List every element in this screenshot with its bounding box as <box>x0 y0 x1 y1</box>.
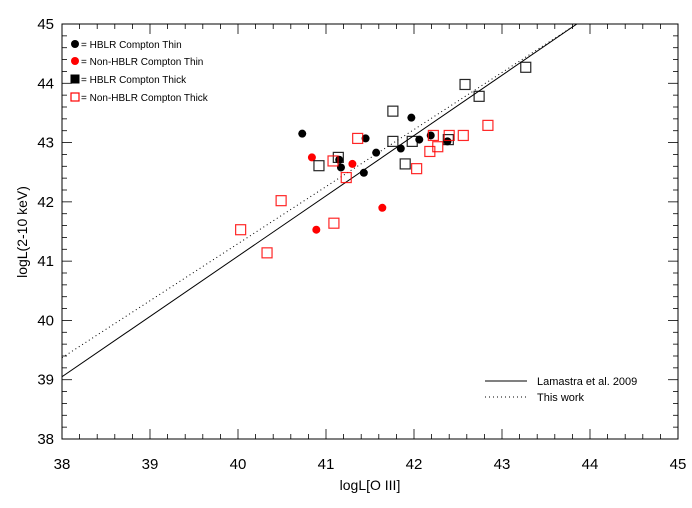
y-tick-label: 43 <box>37 135 54 152</box>
y-tick-label: 38 <box>37 431 54 448</box>
legend-square-icon <box>70 74 80 84</box>
data-point-circle <box>335 155 344 164</box>
data-point-square <box>261 247 273 259</box>
legend-circle-icon <box>71 40 79 48</box>
fit-lines <box>62 24 578 378</box>
y-axis-label: logL(2-10 keV) <box>14 186 30 278</box>
data-point-square <box>406 135 418 147</box>
data-point-square <box>432 141 444 153</box>
data-point-square <box>442 134 454 146</box>
data-point-circle <box>443 137 452 146</box>
data-point-circle <box>298 129 307 138</box>
data-point-circle <box>407 113 416 122</box>
legend-circle-icon <box>71 57 79 65</box>
data-point-square <box>520 61 532 73</box>
data-point-circle <box>372 148 381 157</box>
data-point-square <box>387 105 399 117</box>
data-point-square <box>457 129 469 142</box>
data-point-square <box>235 224 247 236</box>
data-points <box>235 61 532 259</box>
marker-legend: = HBLR Compton Thin = Non-HBLR Compton Th… <box>70 40 209 104</box>
legend-line-label: Lamastra et al. 2009 <box>537 376 637 388</box>
y-tick-label: 45 <box>37 16 54 33</box>
x-tick-label: 42 <box>406 456 423 473</box>
data-point-square <box>275 195 287 207</box>
x-tick-label: 40 <box>230 456 247 473</box>
data-point-square <box>352 132 364 145</box>
legend-square-icon <box>70 92 80 102</box>
data-point-circle <box>361 134 370 143</box>
this-work-line <box>62 24 578 359</box>
y-tick-label: 41 <box>37 253 54 270</box>
x-tick-label: 39 <box>142 456 159 473</box>
data-point-circle <box>307 153 316 162</box>
legend-label: = HBLR Compton Thin <box>81 40 182 51</box>
data-point-square <box>443 129 455 142</box>
y-tick-label: 42 <box>37 194 54 211</box>
x-tick-label: 41 <box>318 456 335 473</box>
legend-label: = Non-HBLR Compton Thick <box>81 93 209 104</box>
data-point-circle <box>312 225 321 234</box>
data-point-square <box>399 158 411 170</box>
data-point-square <box>328 217 340 229</box>
data-point-square <box>387 135 399 147</box>
x-tick-label: 45 <box>670 456 687 473</box>
data-point-square <box>473 90 485 102</box>
data-point-circle <box>336 163 345 172</box>
data-point-circle <box>359 168 368 177</box>
x-tick-label: 38 <box>54 456 71 473</box>
x-tick-label: 44 <box>582 456 599 473</box>
axes: 38 39 40 41 42 43 44 45 38 39 40 41 42 43 44 45 <box>37 16 686 473</box>
y-tick-label: 39 <box>37 372 54 389</box>
data-point-circle <box>396 144 405 153</box>
data-point-square <box>482 119 494 131</box>
plot-frame <box>61 23 679 440</box>
legend-line-label: This work <box>537 392 585 404</box>
x-tick-label: 43 <box>494 456 511 473</box>
x-axis-label: logL[O III] <box>340 477 401 493</box>
data-point-square <box>313 160 325 172</box>
data-point-square <box>340 171 352 184</box>
data-point-square <box>459 78 471 91</box>
legend-label: = HBLR Compton Thick <box>81 75 187 86</box>
data-point-circle <box>378 203 387 212</box>
legend-label: = Non-HBLR Compton Thin <box>81 57 203 68</box>
y-tick-label: 40 <box>37 312 54 329</box>
data-point-square <box>327 155 339 167</box>
data-point-square <box>427 129 439 142</box>
y-tick-label: 44 <box>37 75 54 92</box>
data-point-circle <box>348 159 357 168</box>
lamastra-line <box>62 24 578 378</box>
data-point-square <box>411 163 423 175</box>
